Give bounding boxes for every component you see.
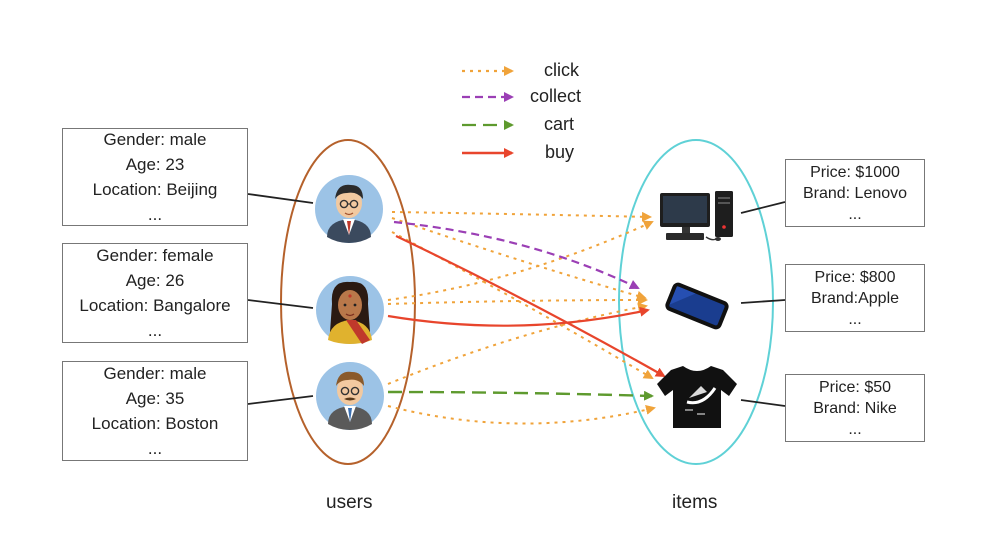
users-ellipse <box>280 139 416 465</box>
buy-edge <box>395 235 666 377</box>
click-edge <box>387 295 648 306</box>
user-3-more: ... <box>147 439 163 458</box>
item-3-connector <box>740 399 786 407</box>
item-2-price: Price: $800 <box>814 268 896 286</box>
collect-edge <box>393 220 640 290</box>
item-2-attributes-box: Price: $800 Brand:Apple ... <box>785 264 925 332</box>
user-3-attributes-box: Gender: male Age: 35 Location: Boston ..… <box>62 361 248 461</box>
user-2-more: ... <box>147 321 163 340</box>
user-avatar-woman-icon <box>316 276 384 344</box>
user-1-more: ... <box>147 205 163 224</box>
legend-lines <box>462 66 514 158</box>
item-3-brand: Brand: Nike <box>813 399 897 417</box>
item-3-price: Price: $50 <box>818 378 892 396</box>
user-2-attributes-box: Gender: female Age: 26 Location: Bangalo… <box>62 243 248 343</box>
smartphone-icon <box>665 282 729 330</box>
item-2-more: ... <box>848 310 862 328</box>
user-1-location: Location: Beijing <box>92 180 218 199</box>
item-3-attributes-box: Price: $50 Brand: Nike ... <box>785 374 925 442</box>
click-edge <box>391 211 652 222</box>
user-1-attributes-box: Gender: male Age: 23 Location: Beijing .… <box>62 128 248 226</box>
cart-edge <box>387 390 654 401</box>
user-2-location: Location: Bangalore <box>79 296 231 315</box>
tshirt-icon <box>657 366 737 428</box>
item-1-brand: Brand: Lenovo <box>802 184 908 202</box>
items-caption: items <box>672 492 718 513</box>
legend-label-collect: collect <box>530 86 582 106</box>
click-edge <box>391 217 647 301</box>
item-1-connector <box>740 201 786 214</box>
click-edge <box>387 302 648 385</box>
users-caption: users <box>326 492 373 513</box>
legend-label-buy: buy <box>545 142 575 162</box>
item-1-attributes-box: Price: $1000 Brand: Lenovo ... <box>785 159 925 227</box>
desktop-computer-icon <box>660 191 733 241</box>
item-1-price: Price: $1000 <box>810 163 900 181</box>
user-avatar-young-man-icon <box>315 175 383 243</box>
legend-label-cart: cart <box>544 114 575 134</box>
item-1-more: ... <box>848 205 862 223</box>
click-edge <box>391 231 654 380</box>
click-edges <box>387 211 656 425</box>
click-edge <box>387 220 654 301</box>
item-2-connector <box>740 299 786 304</box>
user-3-age: Age: 35 <box>125 389 185 408</box>
items-ellipse <box>618 139 774 465</box>
user-3-connector <box>247 395 314 405</box>
user-1-connector <box>247 193 314 204</box>
click-edge <box>387 404 656 425</box>
user-3-gender: Gender: male <box>103 364 207 383</box>
user-2-connector <box>247 299 314 309</box>
user-2-age: Age: 26 <box>125 271 185 290</box>
user-avatar-older-man-icon <box>316 362 384 430</box>
item-3-more: ... <box>848 420 862 438</box>
buy-edge <box>387 306 650 327</box>
user-1-gender: Gender: male <box>103 130 207 149</box>
user-2-gender: Gender: female <box>96 246 214 265</box>
item-2-brand: Brand:Apple <box>810 289 900 307</box>
user-1-age: Age: 23 <box>125 155 185 174</box>
user-3-location: Location: Boston <box>91 414 219 433</box>
legend-label-click: click <box>544 60 579 80</box>
